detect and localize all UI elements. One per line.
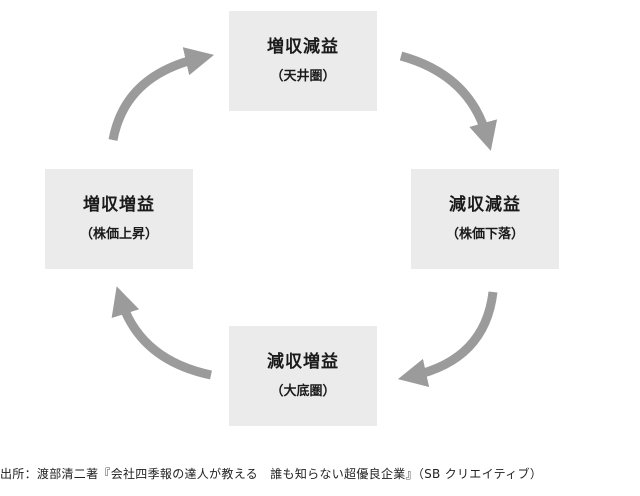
phase-box-right: 減収減益 （株価下落） xyxy=(411,169,559,269)
arrow-bottom-to-left xyxy=(111,286,212,380)
phase-title-bottom: 減収増益 xyxy=(267,352,339,372)
phase-subtitle-top: （天井圏） xyxy=(270,69,336,84)
arrow-right-to-bottom xyxy=(397,291,498,387)
phase-title-top: 増収減益 xyxy=(267,37,339,57)
phase-title-right: 減収減益 xyxy=(449,195,521,215)
phase-box-top: 増収減益 （天井圏） xyxy=(229,11,377,111)
source-caption: 出所：渡部清二著『会社四季報の達人が教える 誰も知らない超優良企業』（SB クリ… xyxy=(0,467,543,481)
phase-box-bottom: 減収増益 （大底圏） xyxy=(229,326,377,426)
arrow-top-to-right xyxy=(399,51,498,151)
arrow-left-to-top xyxy=(108,47,215,141)
phase-subtitle-right: （株価下落） xyxy=(445,227,524,242)
phase-subtitle-bottom: （大底圏） xyxy=(270,384,336,399)
phase-subtitle-left: （株価上昇） xyxy=(79,227,158,242)
phase-box-left: 増収増益 （株価上昇） xyxy=(45,169,193,269)
phase-title-left: 増収増益 xyxy=(83,195,155,215)
